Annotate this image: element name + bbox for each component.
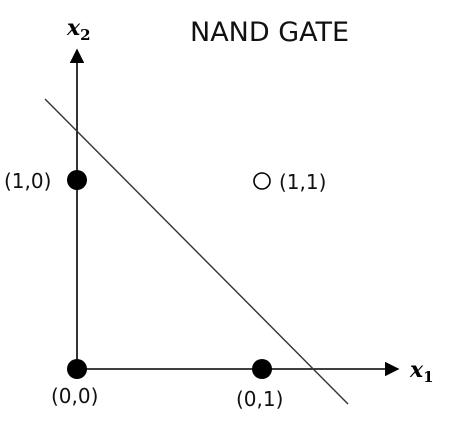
x-axis-label-var: x bbox=[409, 357, 424, 383]
svg-text:x2: x2 bbox=[66, 15, 91, 44]
x-axis-label: x1 bbox=[409, 357, 434, 386]
x-axis-label-sub: 1 bbox=[423, 368, 433, 386]
point-1-1-marker bbox=[253, 172, 271, 190]
decision-boundary-line bbox=[44, 98, 349, 405]
point-0-1-label: (0,1) bbox=[236, 387, 283, 411]
y-axis-label: x2 bbox=[66, 15, 91, 44]
point-1-1-label: (1,1) bbox=[279, 170, 326, 194]
point-0-1-marker bbox=[252, 359, 272, 379]
point-0-0-marker bbox=[67, 359, 87, 379]
point-1-0-label: (1,0) bbox=[4, 169, 51, 193]
diagram-title: NAND GATE bbox=[190, 17, 349, 48]
y-axis-label-var: x bbox=[66, 15, 81, 41]
point-1-0-marker bbox=[67, 170, 87, 190]
y-axis-label-sub: 2 bbox=[80, 26, 90, 44]
svg-text:x1: x1 bbox=[409, 357, 434, 386]
point-0-0-label: (0,0) bbox=[51, 384, 98, 408]
